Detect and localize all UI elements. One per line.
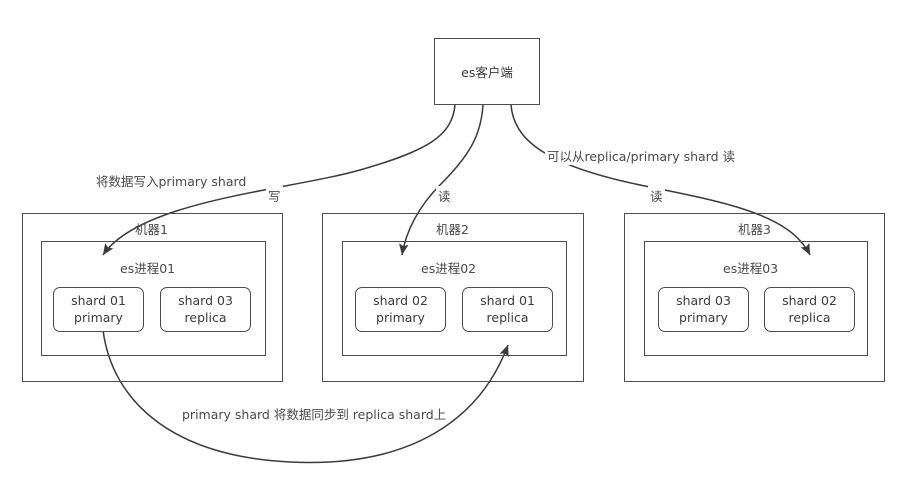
- process-label-3: es进程03: [723, 261, 779, 276]
- shard-name-3-1: shard 03: [676, 293, 731, 308]
- es-client-label: es客户端: [461, 65, 513, 80]
- edge-label-read-middle-tag: 读: [436, 186, 453, 205]
- machine-box-3[interactable]: [624, 213, 885, 382]
- shard-box-3-2[interactable]: shard 02 replica: [764, 287, 855, 332]
- shard-name-2-2: shard 01: [480, 293, 535, 308]
- machine-label-1: 机器1: [135, 222, 168, 237]
- shard-box-1-2[interactable]: shard 03 replica: [160, 287, 251, 332]
- process-box-2[interactable]: [342, 241, 567, 356]
- edge-label-sync-description: primary shard 将数据同步到 replica shard上: [180, 404, 449, 423]
- process-label-2: es进程02: [421, 261, 477, 276]
- shard-role-1-1: primary: [74, 309, 123, 325]
- machine-box-2[interactable]: [322, 213, 584, 382]
- machine-box-1[interactable]: [22, 213, 283, 382]
- shard-role-2-1: primary: [376, 309, 425, 325]
- process-box-3[interactable]: [644, 241, 868, 356]
- shard-box-2-2[interactable]: shard 01 replica: [462, 287, 553, 332]
- shard-name-3-2: shard 02: [782, 293, 837, 308]
- edge-label-read-description: 可以从replica/primary shard 读: [545, 146, 737, 165]
- shard-role-3-1: primary: [679, 309, 728, 325]
- shard-box-1-1[interactable]: shard 01 primary: [53, 287, 144, 332]
- process-box-1[interactable]: [41, 241, 266, 356]
- machine-label-2: 机器2: [436, 222, 469, 237]
- es-client-box[interactable]: es客户端: [434, 38, 540, 105]
- shard-name-2-1: shard 02: [373, 293, 428, 308]
- shard-box-2-1[interactable]: shard 02 primary: [355, 287, 446, 332]
- shard-name-1-1: shard 01: [71, 293, 126, 308]
- shard-name-1-2: shard 03: [178, 293, 233, 308]
- process-label-1: es进程01: [120, 261, 176, 276]
- machine-label-3: 机器3: [738, 222, 771, 237]
- shard-role-1-2: replica: [184, 309, 227, 325]
- shard-role-3-2: replica: [788, 309, 831, 325]
- shard-role-2-2: replica: [486, 309, 529, 325]
- edge-label-read-right-tag: 读: [648, 186, 665, 205]
- edge-label-write-description: 将数据写入primary shard: [94, 171, 249, 190]
- shard-box-3-1[interactable]: shard 03 primary: [658, 287, 749, 332]
- edge-label-write-tag: 写: [266, 186, 283, 205]
